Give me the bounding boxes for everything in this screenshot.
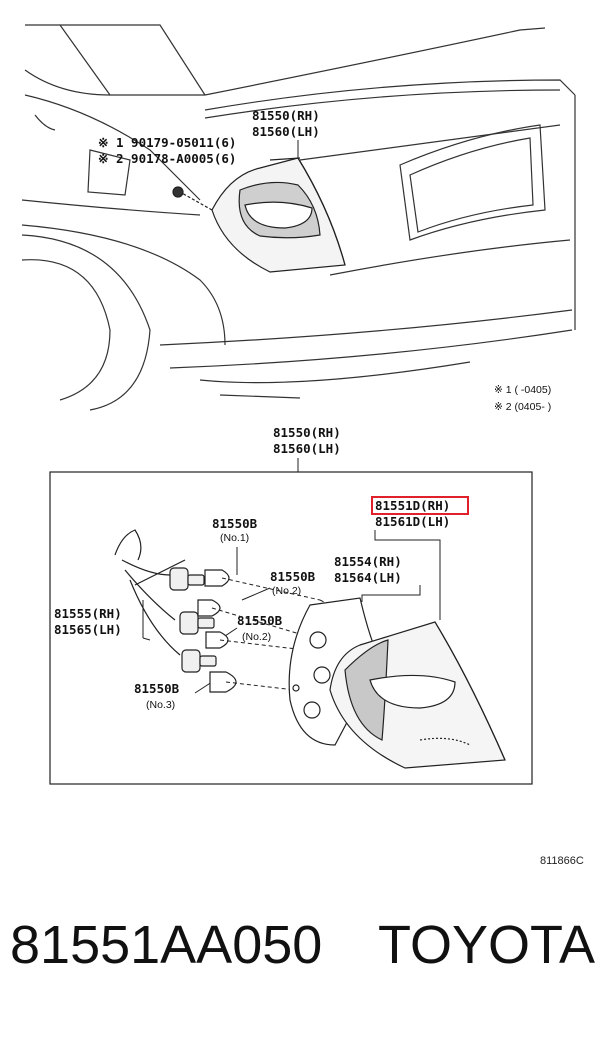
bulb-2b-label: 81550B [237,613,283,628]
part-number: 81551AA050 [10,915,323,975]
lens-rh-label: 81551D(RH) [375,498,450,513]
upper-tail-lamp [172,157,346,273]
lens-assembly [329,621,506,769]
parts-diagram: 81550(RH) 81560(LH) ※ 1 90179-05011(6) ※… [21,24,584,867]
screw-2-label: ※ 2 90178-A0005(6) [98,151,236,166]
bulb-2a-number: (No.2) [272,585,301,597]
socket-lh-label: 81565(LH) [54,622,122,637]
assembly-lh-label: 81560(LH) [273,441,341,456]
socket-rh-label: 81555(RH) [54,606,122,621]
note-2-label: ※ 2 (0405- ) [494,401,551,413]
leader-lines [142,530,441,694]
bulbs [197,569,237,693]
screw-1-label: ※ 1 90179-05011(6) [98,135,236,150]
bulb-1-number: (No.1) [220,532,249,544]
brand-name: TOYOTA [378,915,596,975]
note-1-label: ※ 1 ( -0405) [494,384,551,396]
bulb-1-label: 81550B [212,516,258,531]
exploded-view-frame [49,471,533,785]
footer: 81551AA050 TOYOTA [0,905,600,995]
gasket-lh-label: 81564(LH) [334,570,402,585]
wire-harness [114,529,186,656]
bulb-2a-label: 81550B [270,569,316,584]
upper-lamp-rh-label: 81550(RH) [252,108,320,123]
lens-lh-label: 81561D(LH) [375,514,450,529]
upper-lamp-lh-label: 81560(LH) [252,124,320,139]
bulb-sockets [169,567,217,673]
assembly-rh-label: 81550(RH) [273,425,341,440]
bulb-2b-number: (No.2) [242,631,271,643]
bulb-3-number: (No.3) [146,699,175,711]
drawing-code: 811866C [540,855,584,867]
gasket-rh-label: 81554(RH) [334,554,402,569]
bulb-3-label: 81550B [134,681,180,696]
highlight-box [371,496,469,515]
car-rear-view [21,24,576,411]
